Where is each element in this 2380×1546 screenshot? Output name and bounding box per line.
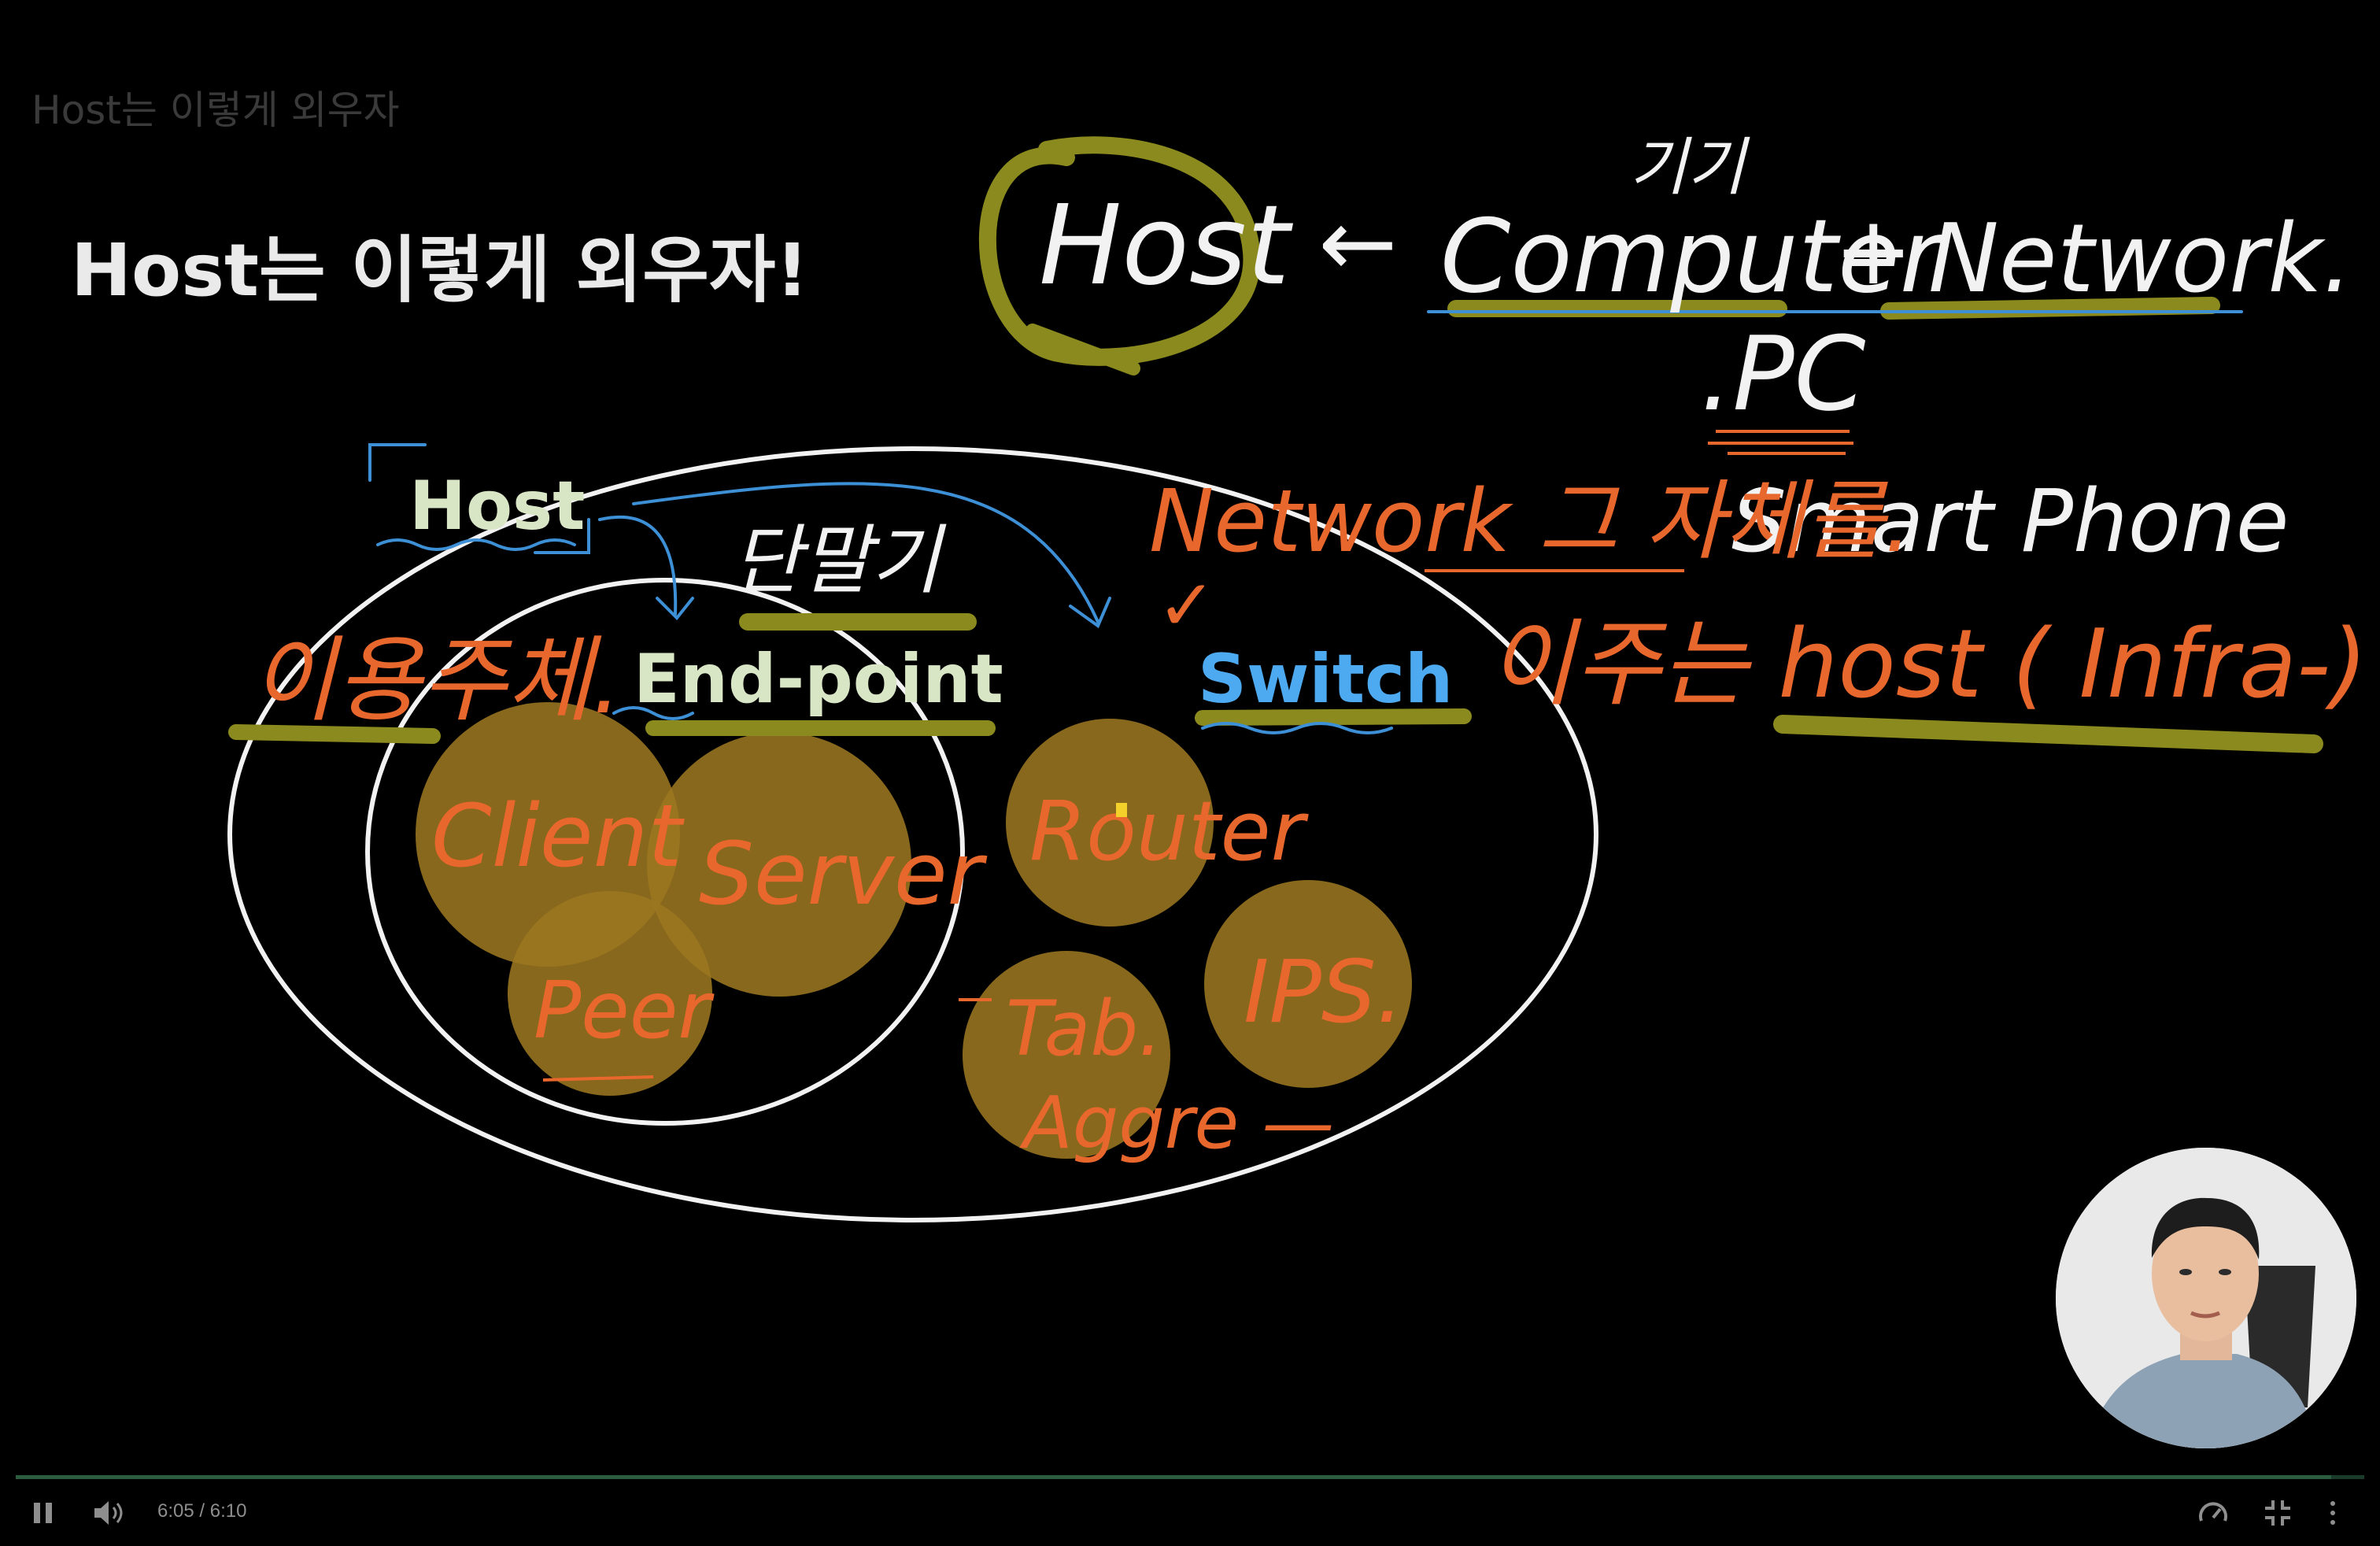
host-circles	[416, 702, 1412, 1159]
server-circle	[647, 732, 911, 997]
ips-text: IPS.	[1244, 941, 1404, 1042]
switch-squiggle	[1201, 722, 1393, 734]
checkmark-text: ✓	[1157, 564, 1216, 647]
tab-text: Tab.	[1006, 985, 1162, 1073]
user-side-highlight	[228, 724, 441, 744]
ips-circle	[1204, 880, 1412, 1088]
blue-annotations	[368, 310, 2243, 734]
time-display: 6:05 / 6:10	[157, 1500, 247, 1522]
volume-icon	[94, 1501, 123, 1525]
outer-ellipse	[227, 446, 1598, 1222]
exit-fullscreen-icon	[2265, 1500, 2290, 1526]
endpoint-label: End-point	[634, 640, 1003, 719]
progress-bar[interactable]	[16, 1475, 2364, 1479]
playback-speed-icon	[2199, 1502, 2227, 1522]
client-text: Client	[431, 786, 685, 886]
more-options-icon	[2330, 1501, 2335, 1525]
server-text: Server	[699, 823, 987, 924]
player-controls-bar	[0, 1474, 2380, 1546]
plus-text: +	[1834, 197, 1913, 306]
aggre-text: Aggre —	[1019, 1081, 1334, 1165]
smartphone-text: Smart Phone	[1731, 471, 2289, 571]
pc-underlines	[1708, 430, 1853, 455]
network-highlight	[1880, 297, 2220, 320]
terminal-text: 단말기	[732, 516, 947, 605]
network-text: Network.	[1928, 205, 2352, 314]
host-bracket	[368, 443, 427, 482]
pause-button[interactable]	[31, 1496, 55, 1530]
host-bracket-close	[534, 518, 590, 554]
highlighter-strokes	[228, 136, 2323, 753]
infra-highlight	[1773, 715, 2323, 753]
inner-ellipse	[365, 578, 965, 1126]
peer-underline	[542, 1075, 654, 1082]
endpoint-squiggle	[612, 706, 694, 720]
network-itself-text: Network 그 자체를.	[1149, 471, 1912, 571]
presenter-avatar	[2056, 1148, 2356, 1448]
more-options-button[interactable]	[2328, 1496, 2338, 1530]
slide-title: Host는 이렇게 외우자!	[71, 228, 808, 313]
peer-circle	[508, 891, 712, 1096]
cursor-marker	[1116, 803, 1127, 817]
host-circled-text: Host	[1039, 182, 1294, 310]
exit-fullscreen-button[interactable]	[2264, 1496, 2292, 1530]
switch-highlight	[1195, 708, 1472, 726]
router-circle	[1006, 719, 1214, 926]
volume-button[interactable]	[93, 1496, 128, 1530]
tab-circle	[963, 951, 1170, 1159]
white-handwriting: Host ← Computer + Network. 기기 .PC 단말기 Sm…	[732, 131, 2352, 605]
computer-text: Computer	[1440, 198, 1947, 316]
above-computer-text: 기기	[1629, 131, 1750, 204]
orange-underlines	[542, 569, 1684, 1082]
host-wavy-underline	[376, 538, 576, 551]
presenter-shirt	[2087, 1354, 2315, 1448]
presenter-hair	[2151, 1197, 2260, 1259]
host-ring-tail	[1026, 324, 1140, 375]
host-ring-highlight	[978, 136, 1261, 366]
orange-handwriting: 이용주체. Network 그 자체를. 이주는 host ( Infra-) …	[250, 471, 2367, 1165]
presenter-left-eye	[2179, 1269, 2192, 1275]
arrow-to-endpoint	[598, 515, 694, 620]
peer-text: Peer	[534, 964, 715, 1056]
presenter-webcam	[2056, 1148, 2356, 1448]
progress-bar-fill	[16, 1475, 2332, 1479]
presenter-face	[2152, 1206, 2259, 1341]
presenter-right-eye	[2219, 1269, 2231, 1275]
presenter-mouth	[2190, 1311, 2221, 1319]
pc-text: .PC	[1700, 314, 1866, 434]
switch-label: Switch	[1198, 640, 1453, 719]
pause-icon	[34, 1503, 52, 1523]
arrow-text: ←	[1318, 189, 1398, 298]
playback-speed-button[interactable]	[2197, 1496, 2229, 1530]
video-title-overlay: Host는 이렇게 외우자	[31, 87, 400, 133]
whiteboard-canvas: Host는 이렇게 외우자! Host End-point Switch	[71, 131, 2367, 1222]
router-text: Router	[1029, 783, 1310, 879]
user-side-text: 이용주체.	[250, 626, 622, 734]
infra-host-text: 이주는 host ( Infra-)	[1488, 610, 2367, 719]
host-label: Host	[409, 467, 585, 546]
arrow-to-switch	[632, 482, 1111, 629]
